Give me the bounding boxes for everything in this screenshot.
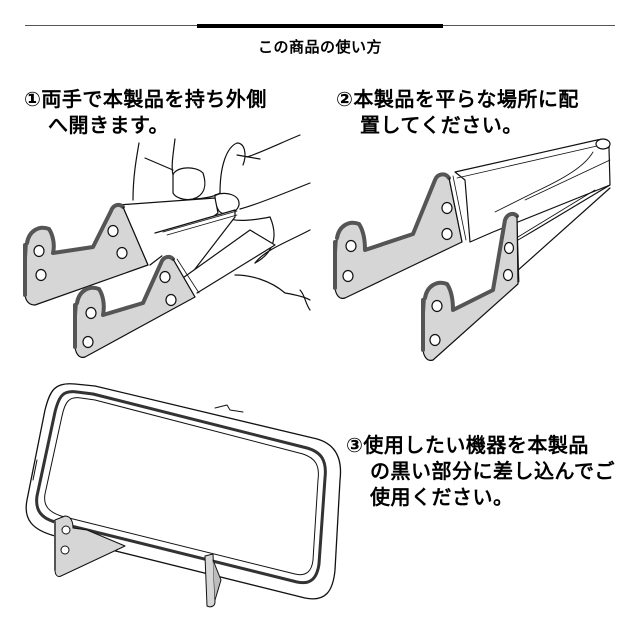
stand-on-flat-surface-illustration: [333, 138, 611, 361]
page-title: この商品の使い方: [257, 38, 382, 56]
step-2-line-2: 置してください。: [360, 113, 523, 137]
hands-opening-stand-illustration: [23, 134, 311, 358]
step-3-instruction: ③使用したい機器を本製品 の黒い部分に差し込んでご 使用ください。: [346, 432, 615, 510]
step-3-line-1: ③使用したい機器を本製品: [346, 433, 589, 457]
step-1-instruction: ①両手で本製品を持ち外側 へ開きます。: [24, 86, 267, 138]
step-2-instruction: ②本製品を平らな場所に配 置してください。: [336, 86, 579, 138]
step-1-line-2: へ開きます。: [48, 113, 169, 137]
phone-on-stand-illustration: [25, 383, 342, 608]
step-2-line-1: ②本製品を平らな場所に配: [336, 87, 579, 111]
header-accent-bar: [197, 24, 443, 28]
step-3-line-2: の黒い部分に差し込んでご: [370, 459, 615, 483]
step-3-line-3: 使用ください。: [370, 485, 514, 509]
step-1-line-1: ①両手で本製品を持ち外側: [24, 87, 267, 111]
